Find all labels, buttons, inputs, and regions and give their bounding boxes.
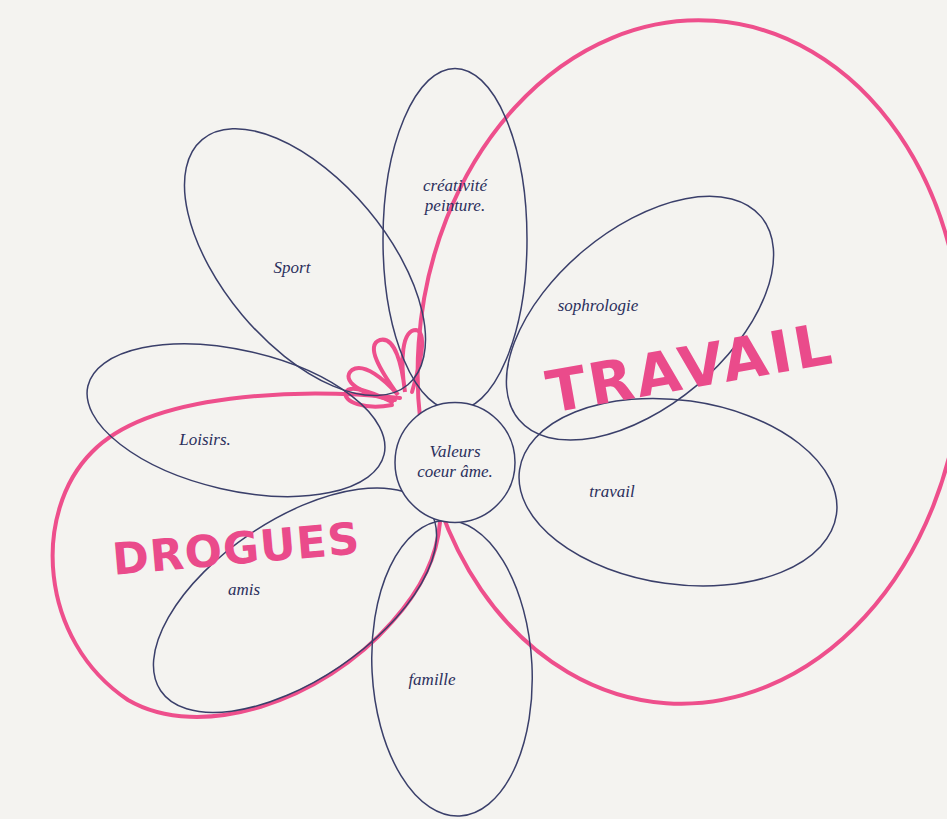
flower-petal: amis <box>209 576 279 604</box>
center-circle: Valeurs coeur âme. <box>407 438 503 487</box>
petal-shape <box>139 87 470 438</box>
petal-label: amis <box>215 580 273 600</box>
petal-label: travail <box>573 482 651 502</box>
circle-shape <box>395 402 515 522</box>
petal-label: créativité peinture. <box>405 176 505 217</box>
flower-petal: travail <box>567 478 657 506</box>
flower-petal: Sport <box>252 254 332 282</box>
drogues-region <box>53 394 440 717</box>
petal-label: sophrologie <box>539 296 657 316</box>
petal-label: famille <box>393 670 471 690</box>
flower-petal: créativité peinture. <box>399 172 511 221</box>
petal-shape <box>364 516 539 819</box>
center-label: Valeurs coeur âme. <box>413 442 497 483</box>
highlight-label: TRAVAIL <box>541 309 839 426</box>
petal-shape <box>383 68 527 410</box>
highlight-label: DROGUES <box>110 512 362 584</box>
flower-petal: sophrologie <box>533 292 663 320</box>
travail-circle <box>395 2 947 722</box>
small-petals <box>346 389 392 407</box>
flower-petal: Loisirs. <box>160 426 250 454</box>
petal-shape <box>462 149 817 487</box>
petal-shape <box>72 318 400 523</box>
petal-label: Sport <box>258 258 326 278</box>
petal-shape <box>116 443 474 757</box>
flower-petal: famille <box>387 666 477 694</box>
petal-label: Loisirs. <box>166 430 244 450</box>
